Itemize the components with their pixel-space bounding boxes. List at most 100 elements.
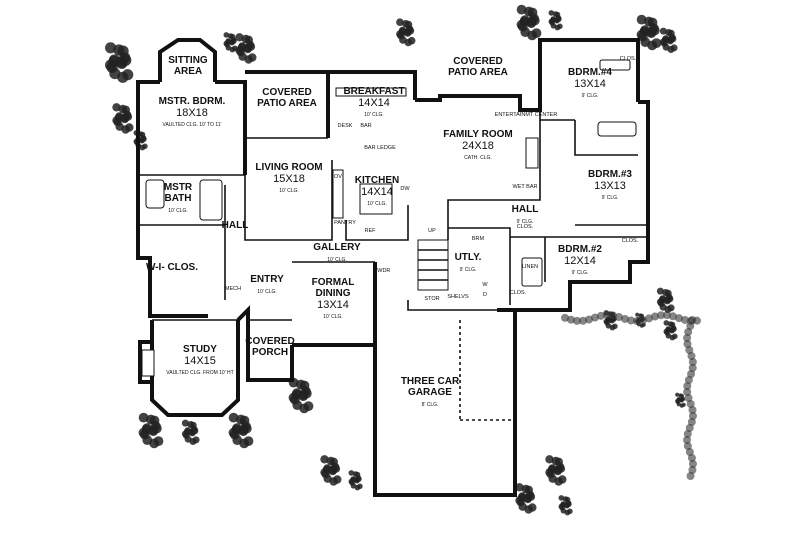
ceiling-note: 10' CLG. (323, 314, 343, 320)
room-dimensions: 14X15 (184, 355, 216, 367)
washer-label: W (482, 282, 488, 288)
mech-label: MECH (225, 286, 241, 292)
ceiling-note: 9' CLG. (582, 93, 599, 99)
room-utly: UTLY. 9' CLG. (455, 252, 482, 273)
room-name: SITTING (168, 55, 208, 66)
hall-closet-label: CLOS. (517, 224, 534, 230)
storage-label: STOR (424, 296, 439, 302)
room-dimensions: 14X14 (358, 97, 390, 109)
room-name: ENTRY (250, 274, 284, 285)
room-name: COVERED (453, 56, 502, 67)
room-name: W-I- CLOS. (146, 262, 198, 273)
linen-label: LINEN (522, 264, 538, 270)
room-gallery: GALLERY 10' CLG. (313, 242, 361, 263)
room-name: PATIO AREA (448, 67, 508, 78)
stairs (417, 239, 449, 291)
room-name: FORMAL (312, 277, 355, 288)
ref-label: REF (365, 228, 377, 234)
room-name: BREAKFAST (343, 86, 404, 97)
room-name: PORCH (252, 347, 288, 358)
oven-label: OV (334, 174, 342, 180)
room-dimensions: 18X18 (176, 107, 208, 119)
room-name: BDRM.#2 (558, 244, 602, 255)
room-name: COVERED (262, 87, 311, 98)
room-name: LIVING ROOM (255, 162, 322, 173)
room-name: STUDY (183, 344, 217, 355)
dryer-label: D (483, 292, 487, 298)
room-name: AREA (174, 66, 202, 77)
pantry-label: PANTRY (334, 220, 356, 226)
bar-label: BAR (360, 123, 371, 129)
room-name: BATH (164, 193, 191, 204)
room-dimensions: 15X18 (273, 173, 305, 185)
room-name: COVERED (245, 336, 294, 347)
ceiling-note: VAULTED CLG. 10' TO 11' (163, 122, 222, 128)
stairs-up-label: UP (428, 228, 436, 234)
ceiling-note: 9' CLG. (517, 219, 534, 225)
dishwasher-label: DW (400, 186, 410, 192)
room-name: THREE CAR (401, 376, 460, 387)
room-hall2: HALL 9' CLG. (512, 204, 539, 225)
room-name: HALL (222, 220, 249, 231)
room-dimensions: 24X18 (462, 140, 494, 152)
ceiling-note: 10' CLG. (279, 188, 299, 194)
room-dimensions: 13X14 (317, 299, 349, 311)
room-name: FAMILY ROOM (443, 129, 512, 140)
shelves-label: SHELVS (447, 294, 469, 300)
bar-ledge-label: BAR LEDGE (364, 145, 396, 151)
room-dimensions: 13X14 (574, 78, 606, 90)
bdrm3-closet-label: CLOS. (622, 238, 639, 244)
walls (136, 38, 650, 497)
room-name: PATIO AREA (257, 98, 317, 109)
room-name: KITCHEN (355, 175, 399, 186)
ceiling-note: 9' CLG. (602, 195, 619, 201)
entertainment-label: ENTERTAINMT CENTER (495, 112, 558, 118)
fixture-labels: ENTERTAINMT CENTER WET BAR DESK BAR BAR … (225, 56, 639, 302)
ceiling-note: CATH. CLG. (464, 155, 492, 161)
room-name: BDRM.#4 (568, 67, 612, 78)
room-dimensions: 12X14 (564, 255, 596, 267)
broom-closet-label: BRM (472, 236, 485, 242)
ceiling-note: 10' CLG. (257, 289, 277, 295)
ceiling-note: 9' CLG. (460, 267, 477, 273)
ceiling-note: 10' CLG. (364, 112, 384, 118)
room-name: MSTR. BDRM. (159, 96, 226, 107)
ceiling-note: 10' CLG. (168, 208, 188, 214)
bdrm2-closet-label: CLOS. (510, 290, 527, 296)
ceiling-note: VAULTED CLG. FROM 10' HT (166, 370, 233, 376)
room-dimensions: 13X13 (594, 180, 626, 192)
room-dimensions: 14X14 (361, 186, 393, 198)
landscaping (105, 4, 701, 516)
wetbar-label: WET BAR (513, 184, 538, 190)
ceiling-note: 10' CLG. (367, 201, 387, 207)
room-name: GALLERY (313, 242, 361, 253)
room-entry: ENTRY 10' CLG. (250, 274, 284, 295)
ceiling-note: 9' CLG. (572, 270, 589, 276)
fixtures (141, 59, 637, 421)
ceiling-note: 10' CLG. (327, 257, 347, 263)
room-name: HALL (512, 204, 539, 215)
room-hall1: HALL (222, 220, 249, 231)
desk-label: DESK (338, 123, 353, 129)
bdrm4-closet-label: CLOS. (620, 56, 637, 62)
ceiling-note: 8' CLG. (422, 402, 439, 408)
room-name: GARAGE (408, 387, 452, 398)
room-name: BDRM.#3 (588, 169, 632, 180)
room-name: UTLY. (455, 252, 482, 263)
room-name: MSTR (164, 182, 193, 193)
